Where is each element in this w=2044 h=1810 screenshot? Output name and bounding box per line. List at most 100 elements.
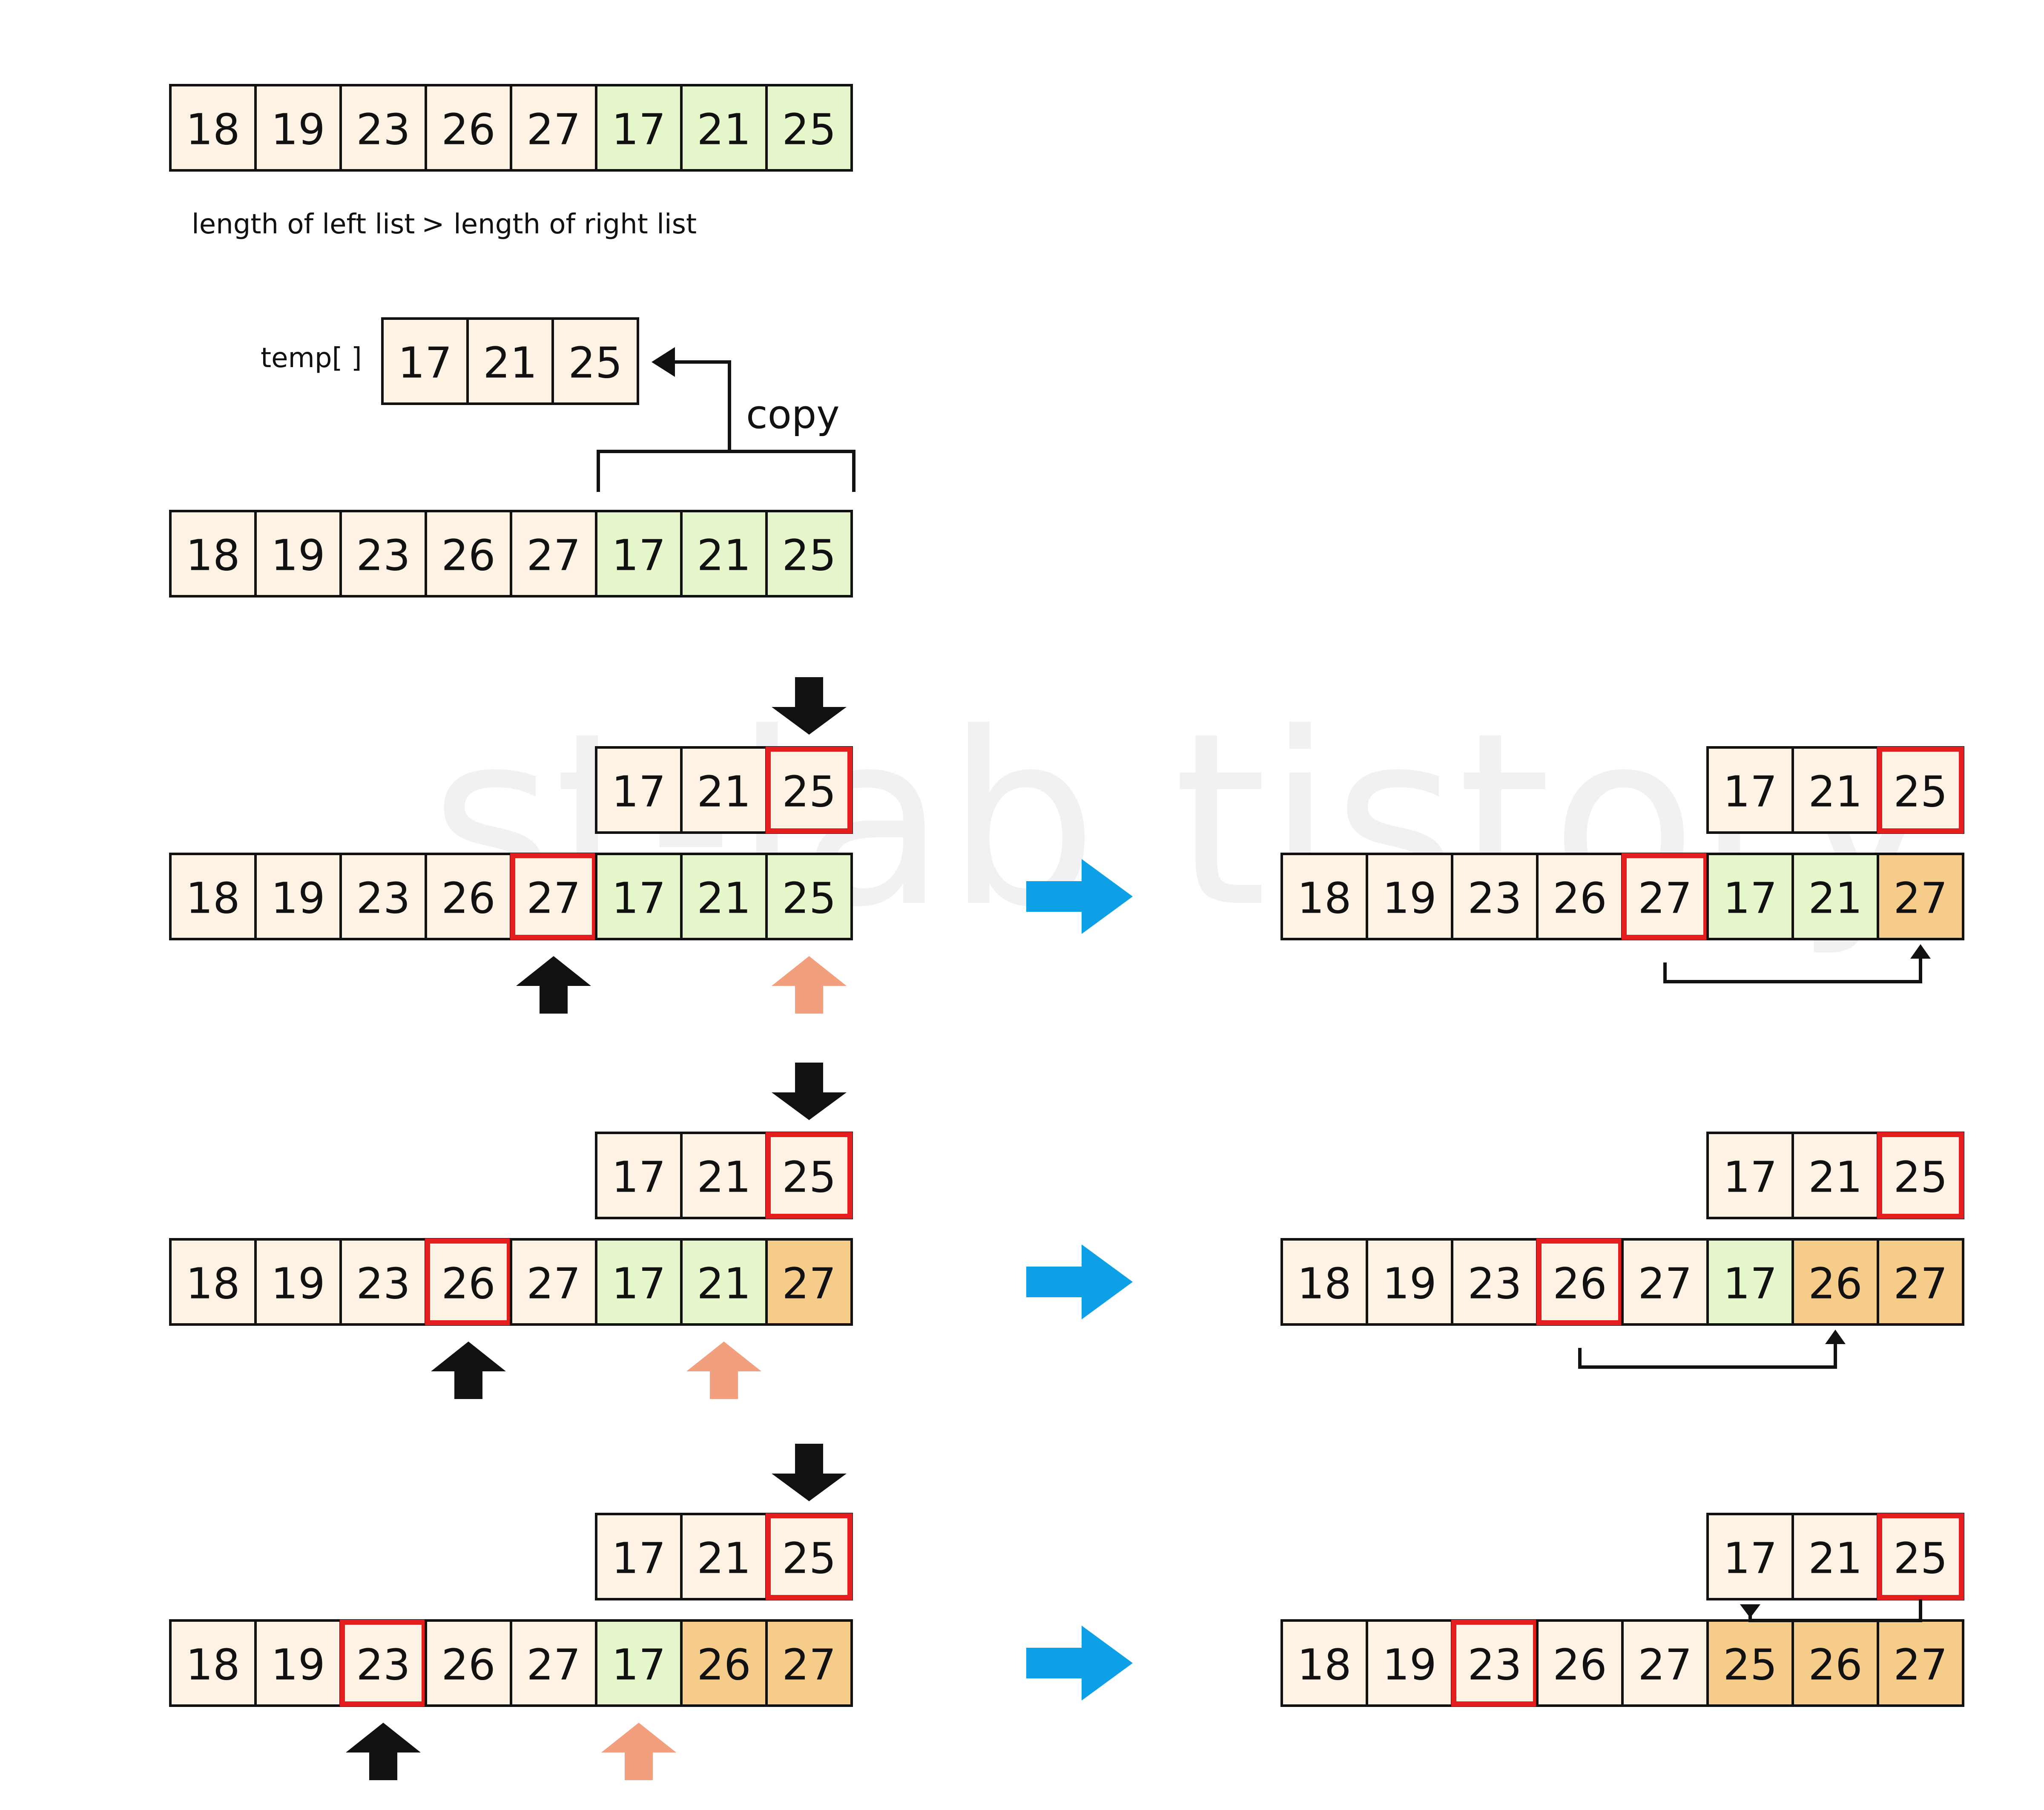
step-1-after-array-cell-2: 23 bbox=[1451, 853, 1539, 940]
step-1-before-array-cell-2-box bbox=[339, 853, 427, 940]
step-3-after-array-cell-1-value: 19 bbox=[1382, 1640, 1436, 1690]
step-1-after-array-cell-0-value: 18 bbox=[1297, 873, 1351, 923]
step-2-after-array-cell-0: 18 bbox=[1280, 1238, 1368, 1326]
initial-array-cell-1: 19 bbox=[254, 84, 342, 172]
step-2-before-array-cell-6-box bbox=[680, 1238, 768, 1326]
step-2-before-array-cell-1-value: 19 bbox=[271, 1259, 325, 1309]
step-1-after-temp-cell-1: 21 bbox=[1791, 746, 1879, 834]
initial-array-cell-6: 21 bbox=[680, 84, 768, 172]
copy-array-cell-0-box bbox=[169, 510, 257, 598]
step-1-before-array-cell-5-value: 17 bbox=[611, 873, 666, 923]
step-1-before-temp-cell-1: 21 bbox=[680, 746, 768, 834]
initial-array-cell-3-value: 26 bbox=[441, 105, 495, 155]
step-2-before-temp-cell-0-value: 17 bbox=[611, 1152, 666, 1202]
step-2-next-arrow-icon bbox=[1026, 1244, 1133, 1319]
temp-label: temp[ ] bbox=[261, 342, 362, 374]
step-1-after-array-cell-5-value: 17 bbox=[1723, 873, 1777, 923]
step-2-move-arrowhead-icon bbox=[1825, 1330, 1846, 1344]
step-3-before-temp-cell-1: 21 bbox=[680, 1513, 768, 1600]
step-2-after-array-cell-1-box bbox=[1366, 1238, 1453, 1326]
step-1-before-array-cell-5-box bbox=[595, 853, 683, 940]
condition-operator: > bbox=[422, 209, 445, 240]
step-1-after-array-cell-0: 18 bbox=[1280, 853, 1368, 940]
temp-cell-0-box bbox=[381, 317, 469, 405]
copy-array-cell-0-value: 18 bbox=[186, 531, 240, 580]
step-1-before-array-cell-4-value: 27 bbox=[526, 873, 580, 923]
step-3-before-array-cell-2-highlight bbox=[340, 1620, 427, 1707]
step-3-after-array-cell-4-box bbox=[1621, 1619, 1709, 1707]
step-2-before-array-cell-6: 21 bbox=[680, 1238, 768, 1326]
step-3-after-array-cell-1: 19 bbox=[1366, 1619, 1453, 1707]
step-1-before-array-cell-2: 23 bbox=[339, 853, 427, 940]
step-2-before-array-cell-5: 17 bbox=[595, 1238, 683, 1326]
step-3-after-temp-cell-1-box bbox=[1791, 1513, 1879, 1600]
step-1-after-array-cell-3-box bbox=[1536, 853, 1624, 940]
copy-array-cell-6: 21 bbox=[680, 510, 768, 598]
step-1-move-line bbox=[1663, 956, 1922, 983]
copy-array-cell-7-box bbox=[765, 510, 853, 598]
step-1-right-pointer-icon bbox=[772, 956, 847, 1014]
step-1-after-array-cell-6-value: 21 bbox=[1808, 873, 1862, 923]
step-3-after-array-cell-7-value: 27 bbox=[1893, 1640, 1947, 1690]
step-2-before-temp-cell-1-box bbox=[680, 1132, 768, 1219]
step-3-after-array-cell-0: 18 bbox=[1280, 1619, 1368, 1707]
initial-array-cell-2-value: 23 bbox=[356, 105, 410, 155]
step-3-before-array-cell-3: 26 bbox=[425, 1619, 512, 1707]
step-3-after-temp-cell-2-highlight bbox=[1877, 1513, 1964, 1600]
step-2-before-array-cell-7-value: 27 bbox=[782, 1259, 836, 1309]
step-2-before-array-cell-7-box bbox=[765, 1238, 853, 1326]
step-3-before-temp-cell-0: 17 bbox=[595, 1513, 683, 1600]
step-2-before-temp-cell-2: 25 bbox=[765, 1132, 853, 1219]
step-1-after-array-cell-5: 17 bbox=[1706, 853, 1794, 940]
copy-array-cell-3: 26 bbox=[425, 510, 512, 598]
step-1-before-array-cell-0-box bbox=[169, 853, 257, 940]
initial-array-cell-4: 27 bbox=[510, 84, 597, 172]
step-3-before-array-cell-7-value: 27 bbox=[782, 1640, 836, 1690]
step-2-after-array-cell-4-box bbox=[1621, 1238, 1709, 1326]
step-3-after-temp-cell-0-box bbox=[1706, 1513, 1794, 1600]
copy-label: copy bbox=[746, 392, 840, 437]
step-2-before-array-cell-3-highlight bbox=[425, 1238, 512, 1325]
step-1-before-array-cell-1: 19 bbox=[254, 853, 342, 940]
step-3-before-array-cell-1: 19 bbox=[254, 1619, 342, 1707]
step-2-before-array-cell-7: 27 bbox=[765, 1238, 853, 1326]
initial-array-cell-4-box bbox=[510, 84, 597, 172]
step-1-after-array-cell-1: 19 bbox=[1366, 853, 1453, 940]
step-3-before-array-cell-0-box bbox=[169, 1619, 257, 1707]
copy-array-cell-2: 23 bbox=[339, 510, 427, 598]
step-3-before-array-cell-2-value: 23 bbox=[356, 1640, 410, 1690]
temp-cell-2-box bbox=[551, 317, 639, 405]
step-2-right-pointer-icon bbox=[686, 1342, 761, 1399]
step-3-after-array-cell-0-box bbox=[1280, 1619, 1368, 1707]
step-2-after-array-cell-3-value: 26 bbox=[1553, 1259, 1607, 1309]
step-3-before-array-cell-5: 17 bbox=[595, 1619, 683, 1707]
initial-array-cell-5-box bbox=[595, 84, 683, 172]
step-2-after-temp-cell-0: 17 bbox=[1706, 1132, 1794, 1219]
step-3-before-temp-cell-0-box bbox=[595, 1513, 683, 1600]
initial-array-cell-2-box bbox=[339, 84, 427, 172]
step-1-after-temp-cell-2-value: 25 bbox=[1893, 767, 1947, 817]
step-2-after-array-cell-1-value: 19 bbox=[1382, 1259, 1436, 1309]
initial-array-cell-0: 18 bbox=[169, 84, 257, 172]
step-3-after-array-cell-6: 26 bbox=[1791, 1619, 1879, 1707]
step-2-before-array-cell-2-box bbox=[339, 1238, 427, 1326]
step-2-after-temp-cell-2-value: 25 bbox=[1893, 1152, 1947, 1202]
step-1-before-array-cell-4-highlight bbox=[510, 853, 597, 940]
temp-cell-1-value: 21 bbox=[483, 338, 537, 388]
step-2-after-temp-cell-2: 25 bbox=[1877, 1132, 1964, 1219]
step-1-after-array-cell-7-value: 27 bbox=[1893, 873, 1947, 923]
step-3-before-array-cell-6-box bbox=[680, 1619, 768, 1707]
step-1-before-array-cell-7-box bbox=[765, 853, 853, 940]
step-2-after-temp-cell-1-value: 21 bbox=[1808, 1152, 1862, 1202]
copy-array-cell-1-box bbox=[254, 510, 342, 598]
copy-array-cell-6-value: 21 bbox=[697, 531, 751, 580]
copy-array-cell-5-box bbox=[595, 510, 683, 598]
step-2-after-array-cell-2: 23 bbox=[1451, 1238, 1539, 1326]
step-2-after-array-cell-1: 19 bbox=[1366, 1238, 1453, 1326]
initial-array-cell-1-value: 19 bbox=[271, 105, 325, 155]
step-1-left-pointer-icon bbox=[516, 956, 591, 1014]
initial-array-cell-6-value: 21 bbox=[697, 105, 751, 155]
step-2-after-array-cell-2-box bbox=[1451, 1238, 1539, 1326]
